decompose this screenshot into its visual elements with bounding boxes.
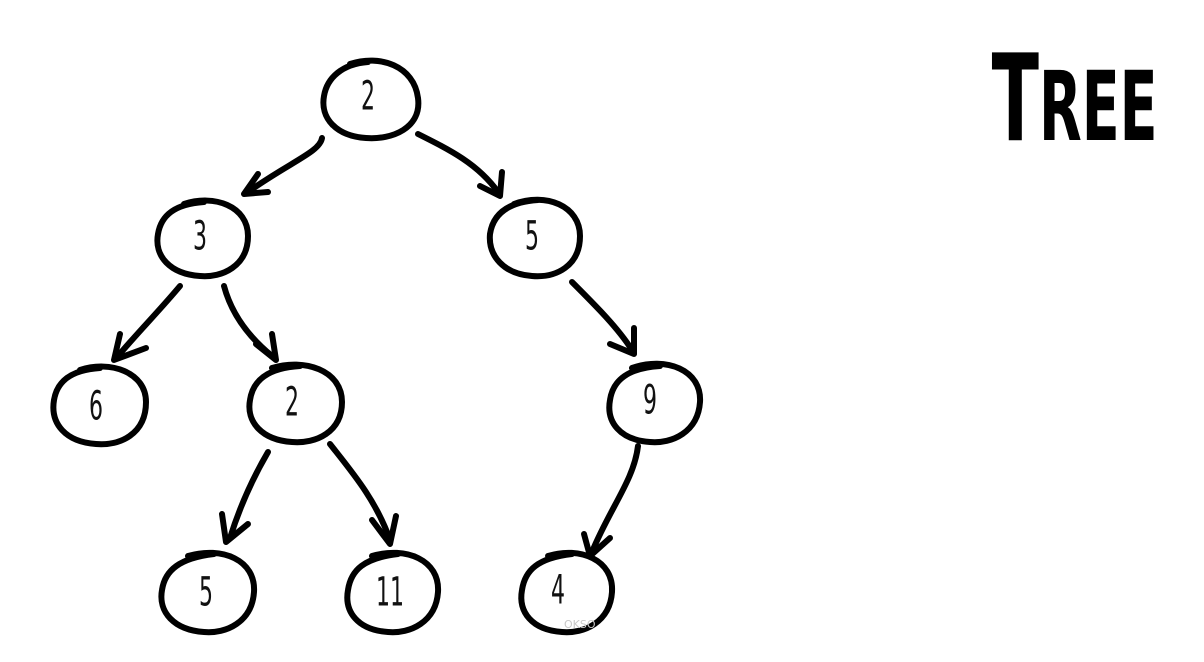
tree-nodes: 2 3 5 6 2 9 5	[50, 57, 704, 636]
node-label: 6	[89, 382, 103, 429]
tree-node: 2	[320, 57, 422, 142]
node-circle	[320, 57, 422, 142]
tree-node: 9	[606, 360, 704, 446]
edge-n1-n3	[415, 131, 501, 195]
edge-n2-n4	[115, 283, 183, 359]
node-label: 9	[643, 376, 657, 423]
tree-node: 5	[486, 196, 583, 280]
tree-edges	[111, 131, 641, 559]
tree-node: 5	[158, 549, 258, 636]
edge-n2-n4-arrowhead	[111, 331, 149, 363]
edge-n1-n3-arrowhead	[477, 169, 505, 199]
diagram-title-initial: T	[992, 30, 1040, 160]
node-circle	[486, 196, 583, 280]
edge-n5-n7	[227, 449, 271, 541]
node-label: 2	[361, 72, 375, 119]
node-circle	[246, 361, 345, 446]
node-circle	[158, 549, 258, 636]
edge-n5-n7-arrowhead	[219, 511, 251, 545]
edge-n6-n9	[589, 443, 641, 555]
node-label: 2	[285, 378, 299, 425]
node-circle	[154, 197, 251, 280]
edge-n3-n6	[569, 279, 635, 353]
tree-node: 3	[154, 197, 251, 280]
node-circle	[518, 549, 616, 636]
edge-n3-n6-arrowhead	[607, 325, 637, 357]
diagram-title-rest: REE	[1039, 53, 1158, 160]
edge-n1-n2	[245, 135, 325, 195]
node-label: 4	[551, 566, 565, 613]
edge-n1-n2-arrowhead	[241, 171, 271, 197]
watermark-text: OKSO	[564, 618, 596, 631]
tree-node: 6	[50, 363, 149, 448]
node-circle	[344, 549, 442, 636]
node-label: 5	[199, 568, 213, 615]
node-label: 5	[525, 212, 539, 259]
tree-node: 2	[246, 361, 345, 446]
node-label: 3	[193, 212, 207, 259]
node-circle	[606, 360, 704, 446]
edge-n5-n8	[327, 441, 393, 543]
edge-n5-n8-arrowhead	[369, 513, 399, 547]
node-circle	[50, 363, 149, 448]
node-label: 11	[376, 568, 404, 615]
edge-n2-n5	[221, 283, 275, 359]
tree-node: 4	[518, 549, 616, 636]
tree-node: 11	[344, 549, 442, 636]
edge-n2-n5-arrowhead	[253, 331, 279, 363]
